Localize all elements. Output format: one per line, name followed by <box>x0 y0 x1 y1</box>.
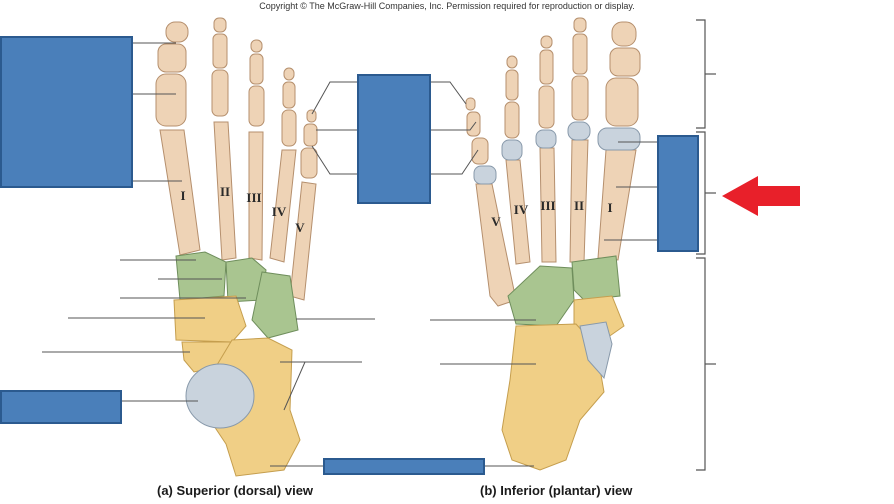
caption-superior-view: (a) Superior (dorsal) view <box>157 483 314 498</box>
copyright-notice: Copyright © The McGraw-Hill Companies, I… <box>259 1 635 11</box>
label-box-metatarsal-region[interactable] <box>657 135 699 252</box>
inferior-toe-numerals: V IV III II I <box>491 198 612 229</box>
label-box-calcaneus[interactable] <box>323 458 485 475</box>
toe-numeral: III <box>246 190 261 205</box>
inferior-toe-bones <box>465 17 641 307</box>
inferior-foot-illustration: V IV III II I <box>430 17 716 471</box>
toe-numeral: V <box>491 214 501 229</box>
inferior-tarsal-bones <box>501 255 625 471</box>
toe-numeral: I <box>607 200 612 215</box>
toe-numeral: III <box>540 198 555 213</box>
superior-leader-lines <box>42 42 375 467</box>
caption-inferior-view: (b) Inferior (plantar) view <box>480 483 633 498</box>
inferior-leader-lines <box>430 81 657 467</box>
superior-toe-bones <box>155 17 318 301</box>
toe-numeral: IV <box>272 204 287 219</box>
toe-numeral: II <box>220 184 230 199</box>
label-box-phalanges[interactable] <box>357 74 431 204</box>
superior-foot-illustration: I II III IV V <box>42 17 375 477</box>
label-box-toe-bones[interactable] <box>0 36 133 188</box>
toe-numeral: I <box>180 188 185 203</box>
label-box-talus[interactable] <box>0 390 122 424</box>
toe-numeral: IV <box>514 202 529 217</box>
red-arrow-left-icon <box>722 176 800 216</box>
superior-tarsal-bones <box>173 251 301 477</box>
toe-numeral: II <box>574 198 584 213</box>
toe-numeral: V <box>295 220 305 235</box>
superior-toe-numerals: I II III IV V <box>180 184 305 235</box>
region-brackets <box>696 19 716 471</box>
